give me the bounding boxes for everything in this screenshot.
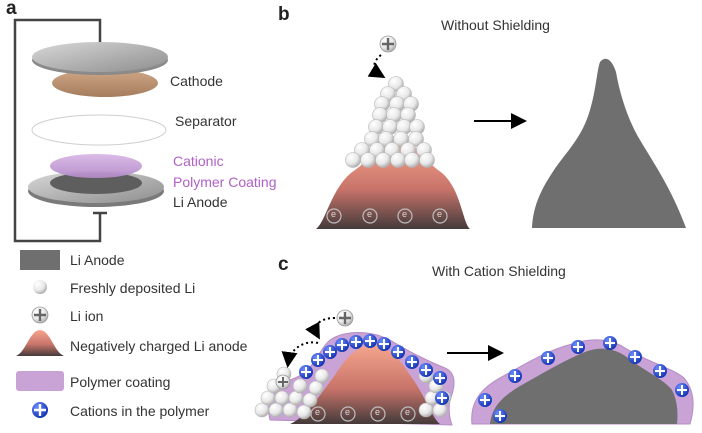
cation-plus: [543, 353, 553, 363]
smooth-anode: [490, 348, 678, 424]
charged-anode-mound-c: [290, 345, 440, 424]
li-sphere: [408, 131, 424, 147]
legend-label-li-anode: Li Anode: [70, 252, 125, 268]
cation-plus: [510, 371, 520, 381]
legend-label-charged-anode: Negatively charged Li anode: [70, 338, 248, 354]
cathode-tan-layer: [52, 69, 158, 97]
legend-label-fresh-li: Freshly deposited Li: [70, 280, 196, 296]
cation-plus: [325, 347, 335, 357]
panel-label-c: c: [278, 254, 289, 275]
cation-plus: [677, 385, 687, 395]
li-sphere: [308, 380, 324, 396]
li-ion-c: [336, 309, 354, 327]
legend-label-cations: Cations in the polymer: [70, 403, 210, 419]
dotted-arrow-c1: [305, 317, 336, 340]
cation-plus: [379, 339, 389, 349]
li-sphere: [296, 404, 312, 420]
label-cathode: Cathode: [170, 73, 223, 89]
li-ion-icon: [31, 306, 49, 324]
cation-plus: [407, 357, 417, 367]
charged-anode-mound: [316, 140, 470, 229]
li-sphere: [345, 152, 361, 168]
li-ion-b: [379, 35, 397, 53]
electron-label: e: [405, 407, 411, 417]
li-sphere: [419, 152, 435, 168]
purple-swatch: [16, 371, 64, 391]
electron-label: e: [345, 407, 351, 417]
label-coating-2: Polymer Coating: [173, 174, 277, 190]
dendrite-result: [532, 58, 686, 229]
polymer-coating-layer: [50, 154, 142, 178]
cation-plus: [393, 347, 403, 357]
cation-plus: [337, 340, 347, 350]
legend-label-polymer: Polymer coating: [70, 374, 171, 390]
cation-plus: [313, 355, 323, 365]
title-b: Without Shielding: [441, 17, 550, 33]
cation-plus: [655, 366, 665, 376]
dotted-arrow-b: [367, 54, 386, 79]
li-sphere: [375, 152, 391, 168]
panel-b-graphics: [316, 35, 686, 229]
red-mound-icon: [16, 330, 64, 356]
panel-label-b: b: [278, 4, 290, 25]
white-sphere-icon: [33, 280, 47, 294]
legend-icons: [16, 250, 64, 418]
cations-right: [478, 336, 689, 423]
li-sphere: [274, 390, 290, 406]
cell-stack: [13, 18, 168, 243]
li-sphere: [302, 392, 318, 408]
label-anode: Li Anode: [173, 194, 228, 210]
li-sphere: [314, 368, 330, 384]
li-anode-swatch: [20, 250, 60, 270]
circuit-wire: [13, 18, 102, 243]
label-separator: Separator: [175, 113, 237, 129]
li-sphere: [292, 378, 308, 394]
anode-dark-layer: [50, 172, 142, 194]
cation-plus: [495, 411, 505, 421]
cation-plus: [480, 395, 490, 405]
deposited-li-dendrite: [345, 76, 435, 168]
panel-label-a: a: [6, 0, 17, 19]
cation-plus: [437, 393, 447, 403]
li-sphere: [360, 152, 376, 168]
cation-plus: [421, 365, 431, 375]
cation-plus: [365, 336, 375, 346]
cation-plus: [573, 342, 583, 352]
electrons-b: [326, 208, 448, 224]
cation-plus: [630, 352, 640, 362]
title-c: With Cation Shielding: [432, 263, 566, 279]
electron-label: e: [367, 209, 373, 219]
separator-disk: [31, 114, 167, 146]
panel-c-graphics: [254, 309, 694, 426]
legend-label-li-ion: Li ion: [70, 308, 104, 324]
electron-label: e: [437, 209, 443, 219]
electron-label: e: [315, 407, 321, 417]
li-sphere: [390, 152, 406, 168]
electron-label: e: [402, 209, 408, 219]
cation-plus: [605, 338, 615, 348]
cation-icon: [32, 402, 48, 418]
cation-plus: [435, 373, 445, 383]
cations-left: [299, 334, 449, 405]
electron-label: e: [331, 209, 337, 219]
cation-plus: [301, 367, 311, 377]
label-coating-1: Cationic: [173, 153, 224, 169]
electron-label: e: [375, 407, 381, 417]
cation-plus: [351, 337, 361, 347]
li-ion-c-small: [275, 374, 291, 390]
cathode-disk: [32, 42, 168, 72]
li-sphere: [404, 152, 420, 168]
